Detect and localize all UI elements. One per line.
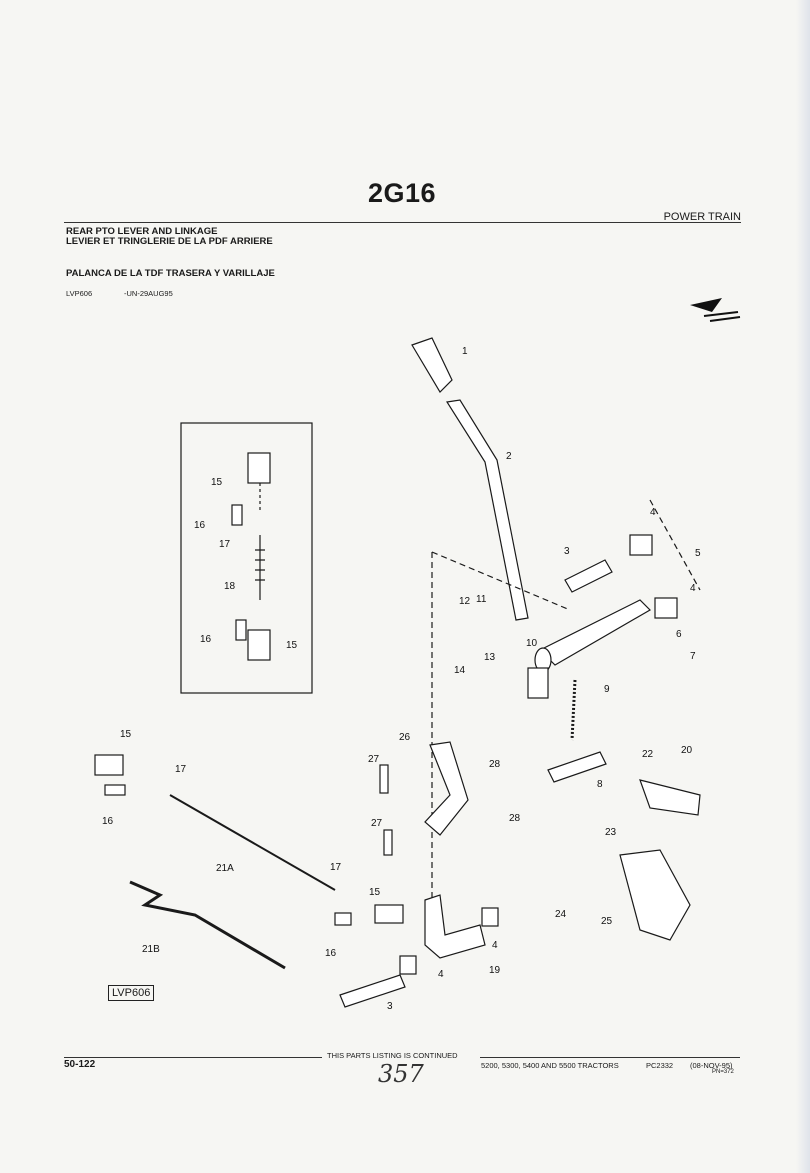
callout-label: 15 — [369, 887, 381, 898]
callout-label: 6 — [676, 629, 682, 640]
handwritten-number: 357 — [378, 1060, 424, 1088]
callout-label: 22 — [642, 749, 654, 760]
header-rule — [64, 222, 741, 223]
callout-label: 8 — [597, 779, 603, 790]
page-code: 2G16 — [368, 178, 437, 208]
callout-label: 4 — [690, 583, 696, 594]
callout-label: 18 — [224, 581, 236, 592]
callout-label: 15 — [120, 729, 132, 740]
callout-label: 26 — [399, 732, 411, 743]
callout-label: 27 — [368, 754, 380, 765]
callout-label: 17 — [175, 764, 187, 775]
callout-label: 17 — [219, 539, 231, 550]
callout-label: 3 — [387, 1001, 393, 1012]
callout-label: 12 — [459, 596, 471, 607]
callout-label: 14 — [454, 665, 466, 676]
callout-label: 4 — [650, 507, 656, 518]
direction-arrow-icon — [690, 298, 741, 322]
title-english: REAR PTO LEVER AND LINKAGE — [66, 226, 218, 237]
footer-rule-left — [64, 1057, 322, 1058]
callout-label: 5 — [695, 548, 701, 559]
callout-label: 9 — [604, 684, 610, 695]
callout-label: 28 — [489, 759, 501, 770]
callout-labels: 123454671112101314915161718161515171621A… — [102, 346, 701, 1012]
callout-label: 2 — [506, 451, 512, 462]
callout-label: 3 — [564, 546, 570, 557]
catalog-date: (08-NOV-95) — [690, 1061, 733, 1070]
lever-grip — [411, 337, 453, 393]
callout-label: 15 — [211, 477, 223, 488]
callout-label: 1 — [462, 346, 468, 357]
callout-label: 25 — [601, 916, 613, 927]
continued-note: THIS PARTS LISTING IS CONTINUED — [327, 1051, 458, 1060]
catalog-number: PC2332 — [646, 1061, 674, 1070]
title-spanish: PALANCA DE LA TDF TRASERA Y VARILLAJE — [66, 268, 275, 279]
callout-label: 27 — [371, 818, 383, 829]
callout-label: 10 — [526, 638, 538, 649]
callout-label: 13 — [484, 652, 496, 663]
lever — [446, 399, 529, 621]
callout-label: 16 — [325, 948, 337, 959]
pn-code: PN=372 — [712, 1069, 734, 1075]
callout-label: 28 — [509, 813, 521, 824]
reference-label: LVP606 — [108, 985, 155, 1001]
callout-label: 16 — [194, 520, 206, 531]
illustration-date: -UN-29AUG95 — [124, 289, 173, 298]
callout-label: 16 — [200, 634, 212, 645]
page-number: 50-122 — [64, 1059, 96, 1070]
footer-rule-right — [480, 1057, 740, 1058]
callout-label: 7 — [690, 651, 696, 662]
callout-label: 11 — [476, 594, 487, 605]
callout-label: 4 — [492, 940, 498, 951]
callout-label: 15 — [286, 640, 298, 651]
callout-label: 21A — [216, 863, 234, 874]
callout-label: 17 — [330, 862, 342, 873]
title-french: LEVIER ET TRINGLERIE DE LA PDF ARRIERE — [66, 236, 273, 247]
callout-label: 20 — [681, 745, 693, 756]
callout-label: 16 — [102, 816, 114, 827]
callout-label: 19 — [489, 965, 501, 976]
section-label: POWER TRAIN — [663, 211, 741, 223]
scan-edge — [796, 0, 810, 1173]
callout-label: 24 — [555, 909, 567, 920]
inset-box — [180, 422, 313, 694]
illustration-code: LVP606 — [66, 289, 93, 298]
callout-label: 4 — [438, 969, 444, 980]
callout-label: 23 — [605, 827, 617, 838]
callout-label: 21B — [142, 944, 160, 955]
models: 5200, 5300, 5400 AND 5500 TRACTORS — [481, 1061, 619, 1070]
